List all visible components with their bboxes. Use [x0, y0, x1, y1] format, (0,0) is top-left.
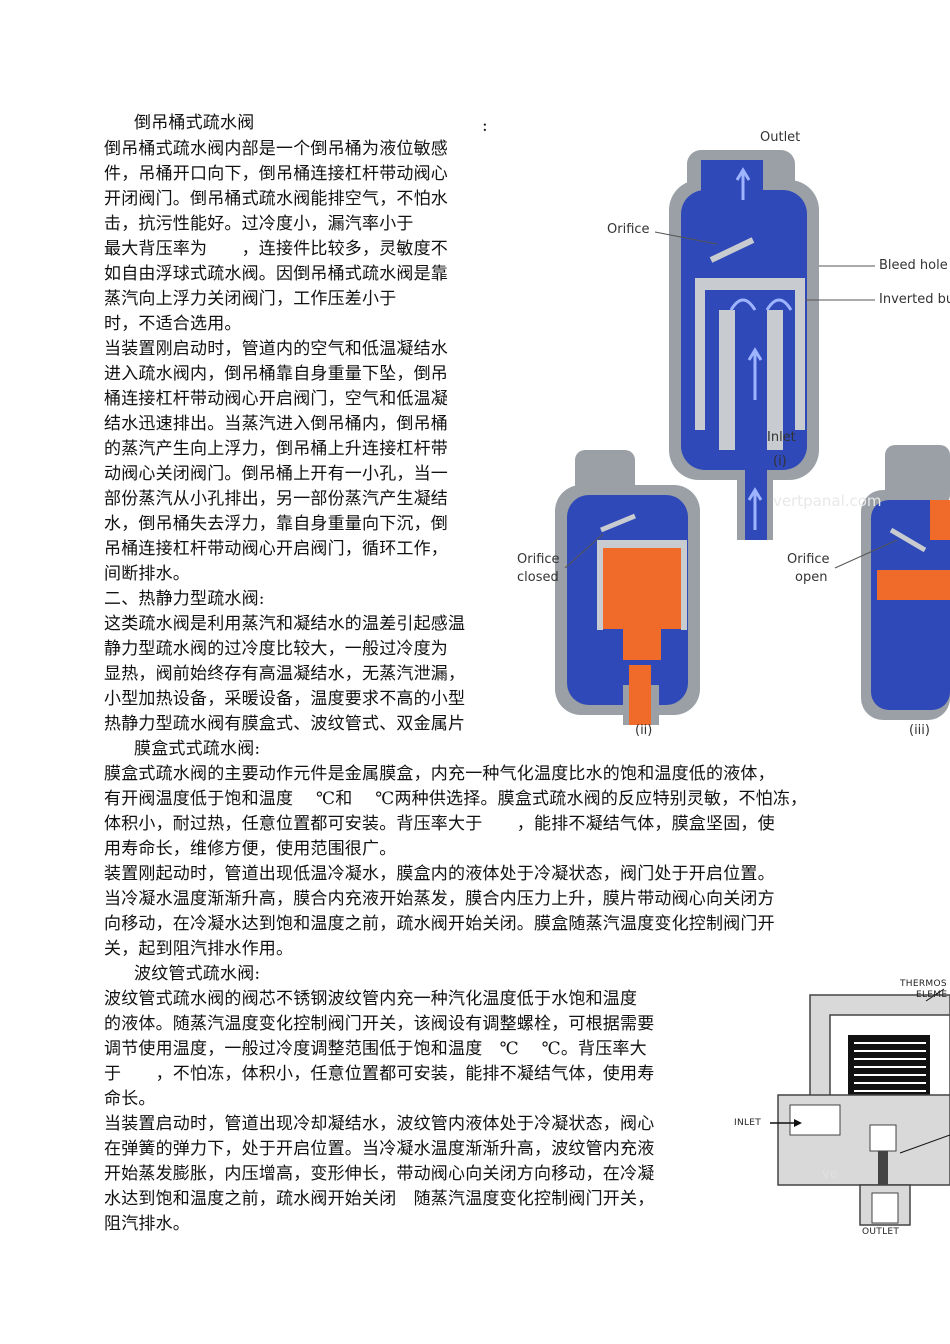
paragraph-line: 波纹管式疏水阀的阀芯不锈钢波纹管内充一种汽化温度低于水饱和温度 [104, 989, 638, 1009]
paragraph-line: 件，吊桶开口向下，倒吊桶连接杠杆带动阀心 [104, 164, 448, 184]
title-colon: : [482, 116, 488, 136]
label-orifice-open-2: open [795, 570, 828, 585]
label-i: (i) [773, 454, 787, 469]
label-orifice-closed-2: closed [517, 570, 559, 585]
label-inverted-bucket: Inverted bu [879, 292, 950, 307]
paragraph-line: 用寿命长，维修方便，使用范围很广。 [104, 839, 397, 859]
paragraph-line: 动阀心关闭阀门。倒吊桶上开有一小孔，当一 [104, 464, 448, 484]
paragraph-line: 当装置启动时，管道出现冷却凝结水，波纹管内液体处于冷凝状态，阀心 [104, 1114, 655, 1134]
inverted-bucket-figure: Outlet Orifice Bleed hole Inverted bu In… [505, 120, 950, 745]
bellows-diagram [770, 988, 950, 1226]
label-orifice-open-1: Orifice [787, 552, 830, 567]
paragraph-line: 最大背压率为 ，连接件比较多，灵敏度不 [104, 239, 448, 259]
paragraph-line: 热静力型疏水阀有膜盒式、波纹管式、双金属片 [104, 714, 466, 734]
paragraph-line: 开始蒸发膨胀，内压增高，变形伸长，带动阀心向关闭方向移动，在冷凝 [104, 1164, 655, 1184]
paragraph-line: 击，抗污性能好。过冷度小，漏汽率小于 [104, 214, 414, 234]
inverted-bucket-diagram [555, 150, 950, 725]
trap-ii [555, 450, 700, 725]
paragraph-line: 于 ，不怕冻，体积小，任意位置都可安装，能排不凝结气体，使用寿 [104, 1064, 655, 1084]
section-title-bellows: 波纹管式疏水阀: [134, 964, 261, 984]
bellows-figure: THERMOS ELEME INLET OUTLET ve [730, 975, 950, 1245]
paragraph-line: 时，不适合选用。 [104, 314, 242, 334]
paragraph-line: 水，倒吊桶失去浮力，靠自身重量向下沉，倒 [104, 514, 448, 534]
watermark: vertpanal.com [773, 492, 882, 510]
paragraph-line: 当装置刚启动时，管道内的空气和低温凝结水 [104, 339, 448, 359]
paragraph-line: 体积小，耐过热，任意位置都可安装。背压率大于 ，能排不凝结气体，膜盒坚固，使 [104, 814, 775, 834]
label-outlet: OUTLET [862, 1227, 900, 1237]
label-inlet: INLET [734, 1118, 762, 1128]
label-orifice-closed-1: Orifice [517, 552, 560, 567]
paragraph-line: 显热，阀前始终存有高温凝结水，无蒸汽泄漏， [104, 664, 466, 684]
paragraph-line: 在弹簧的弹力下，处于开启位置。当冷凝水温度渐渐升高，波纹管内充液 [104, 1139, 655, 1159]
paragraph-line: 关，起到阻汽排水作用。 [104, 939, 294, 959]
paragraph-line: 桶连接杠杆带动阀心开启阀门，空气和低温凝 [104, 389, 448, 409]
paragraph-line: 如自由浮球式疏水阀。因倒吊桶式疏水阀是靠 [104, 264, 448, 284]
paragraph-line: 间断排水。 [104, 564, 190, 584]
watermark: ve [822, 1167, 838, 1182]
paragraph-line: 吊桶连接杠杆带动阀心开启阀门，循环工作， [104, 539, 448, 559]
section-title-capsule: 膜盒式式疏水阀: [134, 739, 261, 759]
label-inlet: Inlet [767, 430, 796, 445]
paragraph-line: 这类疏水阀是利用蒸汽和凝结水的温差引起感温 [104, 614, 466, 634]
paragraph-line: 结水迅速排出。当蒸汽进入倒吊桶内，倒吊桶 [104, 414, 448, 434]
paragraph-line: 的蒸汽产生向上浮力，倒吊桶上升连接杠杆带 [104, 439, 448, 459]
paragraph-line: 静力型疏水阀的过冷度比较大，一般过冷度为 [104, 639, 448, 659]
paragraph-line: 进入疏水阀内，倒吊桶靠自身重量下坠，倒吊 [104, 364, 448, 384]
label-ii: (ii) [635, 723, 653, 738]
label-orifice: Orifice [607, 222, 650, 237]
trap-iii [834, 445, 950, 720]
paragraph-line: 部份蒸汽从小孔排出，另一部份蒸汽产生凝结 [104, 489, 448, 509]
paragraph-line: 倒吊桶式疏水阀内部是一个倒吊桶为液位敏感 [104, 139, 448, 159]
section-title-inverted-bucket: 倒吊桶式疏水阀 [134, 113, 255, 133]
paragraph-line: 的液体。随蒸汽温度变化控制阀门开关，该阀设有调整螺栓，可根据需要 [104, 1014, 655, 1034]
paragraph-line: 有开阀温度低于饱和温度 ℃和 ℃两种供选择。膜盒式疏水阀的反应特别灵敏，不怕冻， [104, 789, 808, 809]
paragraph-line: 膜盒式疏水阀的主要动作元件是金属膜盒，内充一种气化温度比水的饱和温度低的液体， [104, 764, 775, 784]
trap-i [654, 150, 875, 540]
paragraph-line: 蒸汽向上浮力关闭阀门，工作压差小于 [104, 289, 397, 309]
paragraph-line: 阻汽排水。 [104, 1214, 190, 1234]
label-thermostatic-element-2: ELEME [916, 990, 948, 1000]
paragraph-line: 水达到饱和温度之前，疏水阀开始关闭 随蒸汽温度变化控制阀门开关， [104, 1189, 655, 1209]
paragraph-line: 向移动，在冷凝水达到饱和温度之前，疏水阀开始关闭。膜盒随蒸汽温度变化控制阀门开 [104, 914, 775, 934]
label-thermostatic-element-1: THERMOS [900, 979, 947, 989]
paragraph-line: 调节使用温度，一般过冷度调整范围低于饱和温度 ℃ ℃。背压率大 [104, 1039, 647, 1059]
paragraph-line: 当冷凝水温度渐渐升高，膜合内充液开始蒸发，膜合内压力上升，膜片带动阀心向关闭方 [104, 889, 775, 909]
label-outlet: Outlet [760, 130, 801, 145]
paragraph-line: 装置刚起动时，管道出现低温冷凝水，膜盒内的液体处于冷凝状态，阀门处于开启位置。 [104, 864, 775, 884]
paragraph-line: 命长。 [104, 1089, 156, 1109]
paragraph-line: 开闭阀门。倒吊桶式疏水阀能排空气，不怕水 [104, 189, 448, 209]
paragraph-line: 小型加热设备，采暖设备，温度要求不高的小型 [104, 689, 466, 709]
label-bleed-hole: Bleed hole [879, 258, 948, 273]
label-iii: (iii) [909, 723, 930, 738]
section-title-thermostatic: 二、热静力型疏水阀: [104, 589, 265, 609]
